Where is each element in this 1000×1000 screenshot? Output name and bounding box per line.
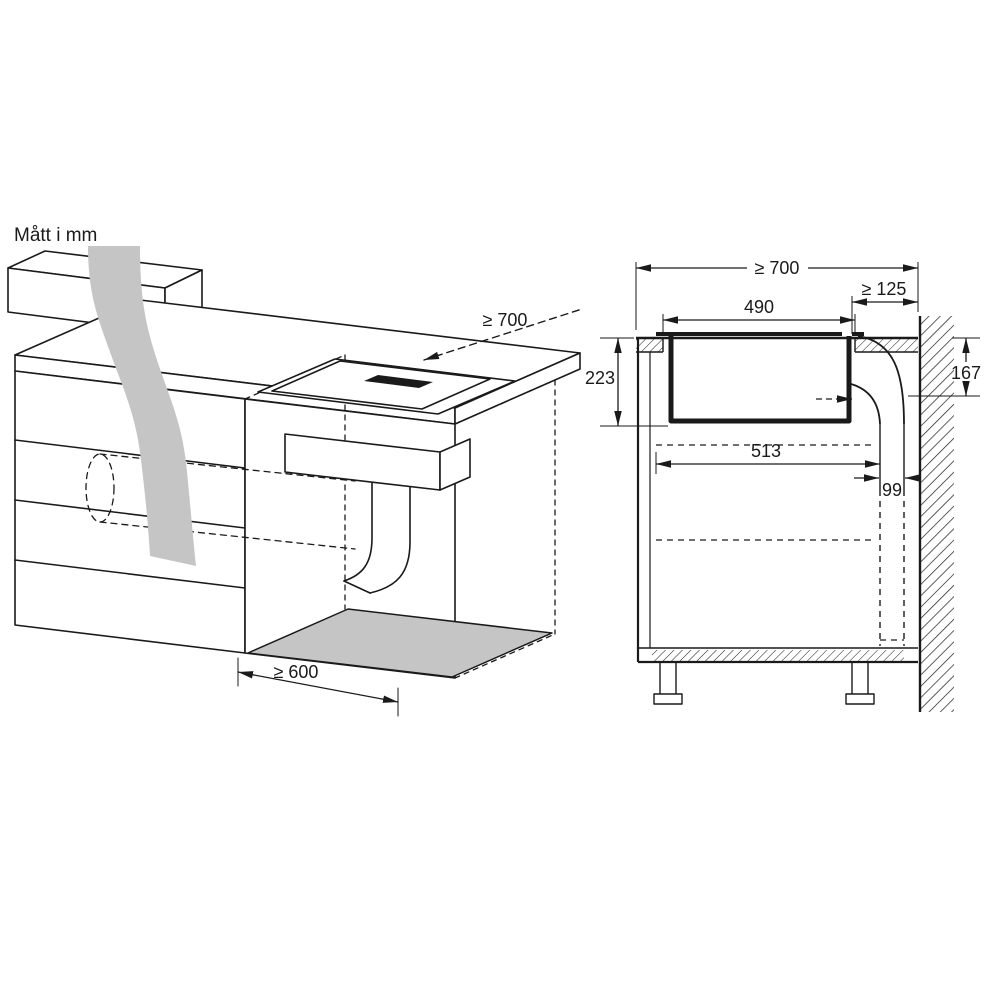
- dimension-cutout-width: 490: [662, 297, 856, 334]
- dimension-label-duct-drop: 167: [951, 363, 981, 383]
- plinth-vent-panel: [247, 608, 553, 678]
- hidden-shelf-lines: [656, 444, 876, 541]
- dimension-label-cutout-width: 490: [744, 297, 774, 317]
- perspective-view: ≥ 700 ≥ 600: [7, 246, 583, 717]
- dimension-label-installation-depth: 223: [585, 368, 615, 388]
- hob-top: [257, 358, 516, 415]
- horizontal-duct: [85, 453, 356, 550]
- dimension-duct-drop: 167: [908, 337, 981, 397]
- dimension-label-worktop-depth-section: ≥ 700: [755, 258, 800, 278]
- dimension-interior-width: 513: [655, 441, 880, 474]
- duct-elbow: [369, 486, 411, 594]
- dimension-label-duct-width: 99: [882, 480, 902, 500]
- drawer-line: [14, 499, 246, 529]
- dimension-label-worktop-depth: ≥ 700: [483, 310, 528, 330]
- wall-section: [918, 316, 954, 712]
- exhaust-air-band: [88, 246, 196, 566]
- dimension-wall-clearance: ≥ 125: [851, 279, 918, 334]
- dimension-label-cabinet-width: ≥ 600: [274, 662, 319, 682]
- worktop-section: [636, 336, 918, 353]
- drawer-line: [14, 439, 246, 469]
- duct-elbow: [343, 482, 373, 582]
- hob-body-section: [656, 332, 864, 424]
- drawer-line: [14, 559, 246, 589]
- section-view: ≥ 700 ≥ 125 490 223 167: [585, 258, 981, 712]
- cabinet-section: [636, 338, 918, 705]
- dimension-worktop-depth-perspective: ≥ 700: [423, 308, 583, 361]
- hob-body-and-duct: [284, 433, 471, 594]
- dimension-cabinet-width: ≥ 600: [237, 657, 399, 717]
- vent-intake-slot: [364, 375, 433, 388]
- cabinet-legs: [653, 662, 875, 705]
- cabinet-bottom-hatch: [652, 650, 904, 661]
- dimension-duct-width: 99: [854, 474, 920, 500]
- page-title: Mått i mm: [14, 225, 97, 246]
- duct-section: [816, 335, 905, 646]
- dimension-label-wall-clearance: ≥ 125: [862, 279, 907, 299]
- dimension-installation-depth: 223: [585, 337, 668, 427]
- dimension-worktop-depth-section: ≥ 700: [635, 258, 919, 330]
- dimension-label-interior-width: 513: [751, 441, 781, 461]
